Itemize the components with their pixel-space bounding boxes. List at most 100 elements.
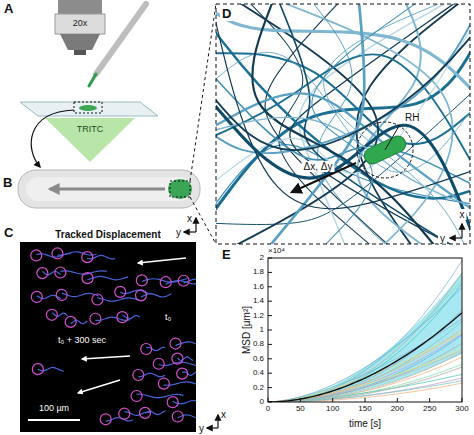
cell-trail xyxy=(138,373,165,377)
cell-marker xyxy=(141,344,152,355)
tick-mark xyxy=(268,272,272,273)
tick-mark xyxy=(300,398,301,402)
axis-label: y xyxy=(438,233,447,244)
msd-curve xyxy=(268,343,462,402)
mean-curve xyxy=(268,313,462,402)
cell-marker xyxy=(31,291,42,302)
tick-label: 0.2 xyxy=(253,383,264,392)
hydrodynamic-radius xyxy=(357,122,413,178)
direction-arrow xyxy=(82,356,130,359)
cell-marker xyxy=(131,390,142,401)
fiber xyxy=(216,33,470,150)
pipette xyxy=(89,4,146,86)
scale-bar xyxy=(28,419,80,421)
fiber xyxy=(247,4,374,244)
channel-tube xyxy=(18,170,200,208)
axis-arrow xyxy=(461,224,462,238)
tick-mark xyxy=(268,373,272,374)
axis-arrow xyxy=(207,427,218,428)
tick-label: 0 xyxy=(266,405,270,414)
fiber xyxy=(216,52,470,172)
axis-label: y xyxy=(199,423,204,434)
channel-inner xyxy=(26,177,192,201)
bacteria-plug xyxy=(168,179,192,199)
cell-marker xyxy=(55,267,66,278)
cell-marker xyxy=(177,368,188,379)
tick-mark xyxy=(429,398,430,402)
zoom-box xyxy=(170,181,190,197)
msd-curve xyxy=(268,279,462,402)
axis-arrow xyxy=(195,218,196,232)
fiber xyxy=(312,4,421,244)
cell-trail xyxy=(38,367,64,371)
glass-slide xyxy=(20,102,158,116)
cell-trail xyxy=(175,342,196,346)
cell-marker xyxy=(32,364,43,375)
msd-curve xyxy=(268,260,462,402)
cell-marker xyxy=(31,250,42,261)
msd-curves xyxy=(268,260,462,402)
cell-marker xyxy=(82,252,93,263)
panel-letter: D xyxy=(220,7,233,21)
motion-arrow xyxy=(50,188,165,191)
time-label: t₀ xyxy=(165,313,171,323)
tick-mark xyxy=(268,398,269,402)
cell-marker xyxy=(37,268,48,279)
cell-trail xyxy=(106,418,134,422)
tick-mark xyxy=(268,358,272,359)
tick-mark xyxy=(268,402,272,403)
cell-trail xyxy=(141,294,171,297)
cell-marker xyxy=(119,408,130,419)
cell-trail xyxy=(145,411,166,415)
msd-curve xyxy=(268,273,462,402)
msd-curve xyxy=(268,321,462,402)
cell-marker xyxy=(92,294,103,305)
cell-trail xyxy=(182,372,196,375)
tick-label: 200 xyxy=(391,405,404,414)
msd-curve xyxy=(268,329,462,402)
axis-label: x xyxy=(458,209,467,220)
microscope-objective xyxy=(55,0,105,55)
cell-trail xyxy=(137,394,184,397)
tick-mark xyxy=(365,398,366,402)
tick-label: 150 xyxy=(358,405,371,414)
tick-mark xyxy=(268,330,272,331)
cell-trail xyxy=(88,276,129,279)
tick-label: 1.8 xyxy=(253,268,264,277)
axis-label: x xyxy=(221,409,226,420)
cell-trail xyxy=(177,357,193,361)
tick-label: 250 xyxy=(423,405,436,414)
cell-marker xyxy=(153,358,164,369)
tick-label: 2 xyxy=(260,254,264,263)
axis-label: y xyxy=(176,227,181,238)
tick-label: 0.4 xyxy=(253,369,264,378)
axis-arrow xyxy=(217,415,218,428)
cell-marker xyxy=(133,369,144,380)
tick-label: 0.8 xyxy=(253,340,264,349)
objective-nose xyxy=(60,34,100,50)
msd-curve xyxy=(268,287,462,402)
time-label: t₀ + 300 sec xyxy=(58,336,106,346)
filter-label: TRITC xyxy=(77,125,104,135)
cell-trail xyxy=(122,315,139,319)
axis-multiplier: ×10⁴ xyxy=(268,247,285,256)
tick-label: 0 xyxy=(260,398,264,407)
tick-label: 0.6 xyxy=(253,354,264,363)
pipette-body xyxy=(96,4,146,74)
msd-curve xyxy=(268,349,462,402)
msd-curve xyxy=(268,367,462,402)
fiber xyxy=(277,4,453,244)
fiber xyxy=(216,102,470,238)
panel-letter: A xyxy=(4,2,13,16)
cell-trail xyxy=(42,271,60,274)
cell-marker xyxy=(140,407,151,418)
msd-curve xyxy=(268,335,462,402)
tick-mark xyxy=(462,398,463,402)
cell-trail xyxy=(142,279,188,283)
tracked-trails xyxy=(31,248,196,425)
fiber xyxy=(216,93,470,210)
msd-curve xyxy=(268,352,462,402)
tick-mark xyxy=(332,398,333,402)
cell-marker xyxy=(90,313,101,324)
